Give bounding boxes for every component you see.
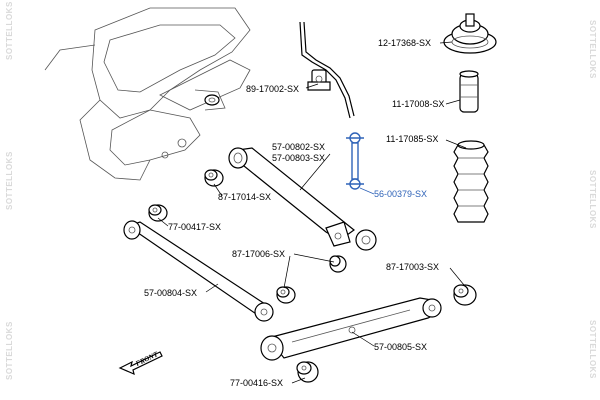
bushing-87-17006	[276, 255, 347, 304]
bushing-77-00416	[296, 361, 319, 383]
lower-arm-57-00804	[123, 220, 274, 322]
watermark-text: SOTTELLOKS	[5, 321, 14, 380]
part-label-77-00416: 77-00416-SX	[230, 378, 283, 388]
part-label-56-00379: 56-00379-SX	[374, 189, 427, 199]
stabilizer-bar	[299, 21, 355, 119]
part-label-87-17003: 87-17003-SX	[386, 262, 439, 272]
watermark-text: SOTTELLOKS	[5, 1, 14, 60]
part-label-57-00804: 57-00804-SX	[144, 288, 197, 298]
leader-lines	[157, 41, 467, 384]
watermark-text: SOTTELLOKS	[5, 151, 14, 210]
part-label-11-17085: 11-17085-SX	[386, 134, 438, 144]
watermark-text: SOTTELLOKS	[588, 170, 597, 229]
bushing-87-17014	[204, 169, 224, 187]
trailing-arm-57-00805	[260, 297, 442, 361]
part-label-77-00417: 77-00417-SX	[168, 222, 221, 232]
bushing-77-00417	[148, 204, 168, 222]
part-label-12-17368: 12-17368-SX	[378, 38, 431, 48]
part-label-87-17006: 87-17006-SX	[232, 249, 285, 259]
subframe	[44, 7, 251, 181]
stabilizer-link	[346, 132, 364, 190]
part-label-57-00803: 57-00803-SX	[272, 153, 325, 163]
part-labels: 12-17368-SX 89-17002-SX 11-17008-SX 57-0…	[144, 38, 444, 388]
front-label: FRONT	[134, 350, 159, 368]
watermark-right: SOTTELLOKS SOTTELLOKS SOTTELLOKS	[588, 20, 597, 379]
part-label-87-17014: 87-17014-SX	[218, 192, 271, 202]
dust-boot	[453, 140, 489, 223]
part-label-11-17008: 11-17008-SX	[392, 99, 444, 109]
watermark-text: SOTTELLOKS	[588, 20, 597, 79]
bump-stop	[459, 70, 479, 113]
bushing-87-17003	[453, 284, 477, 306]
front-direction-arrow: FRONT	[118, 350, 163, 376]
part-label-57-00805: 57-00805-SX	[374, 342, 427, 352]
strut-mount	[443, 13, 497, 54]
watermark-text: SOTTELLOKS	[588, 320, 597, 379]
part-label-57-00802: 57-00802-SX	[272, 142, 325, 152]
part-label-89-17002: 89-17002-SX	[246, 84, 299, 94]
watermark-left: SOTTELLOKS SOTTELLOKS SOTTELLOKS	[5, 1, 14, 380]
upper-control-arm	[228, 147, 377, 251]
